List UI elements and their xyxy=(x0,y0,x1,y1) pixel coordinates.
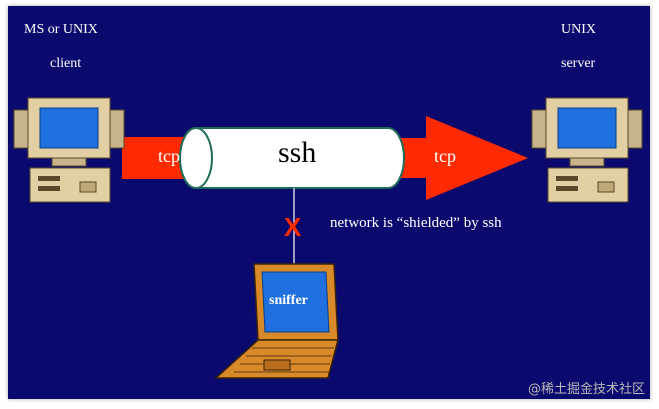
sniffer-label: sniffer xyxy=(269,293,308,308)
tcp-left-label: tcp xyxy=(158,146,180,166)
tcp-right-label: tcp xyxy=(434,146,456,166)
client-label-line2: client xyxy=(50,56,82,71)
sniffer-laptop-icon xyxy=(214,263,339,379)
diagram-canvas xyxy=(13,97,643,379)
tcp-arrow-right xyxy=(396,116,528,200)
blocked-x-mark: X xyxy=(284,212,302,242)
client-computer-icon xyxy=(13,97,125,203)
watermark-text: @稀土掘金技术社区 xyxy=(527,382,645,397)
server-computer-icon xyxy=(531,97,643,203)
diagram-slide: MS or UNIX client UNIX server ssh tcp tc… xyxy=(8,6,650,399)
ssh-tunnel xyxy=(179,127,405,189)
server-label-line2: server xyxy=(561,56,596,71)
server-label-line1: UNIX xyxy=(561,22,596,37)
ssh-tunnel-label: ssh xyxy=(278,136,317,169)
shielded-note: network is “shielded” by ssh xyxy=(330,215,502,231)
client-label-line1: MS or UNIX xyxy=(24,22,98,37)
